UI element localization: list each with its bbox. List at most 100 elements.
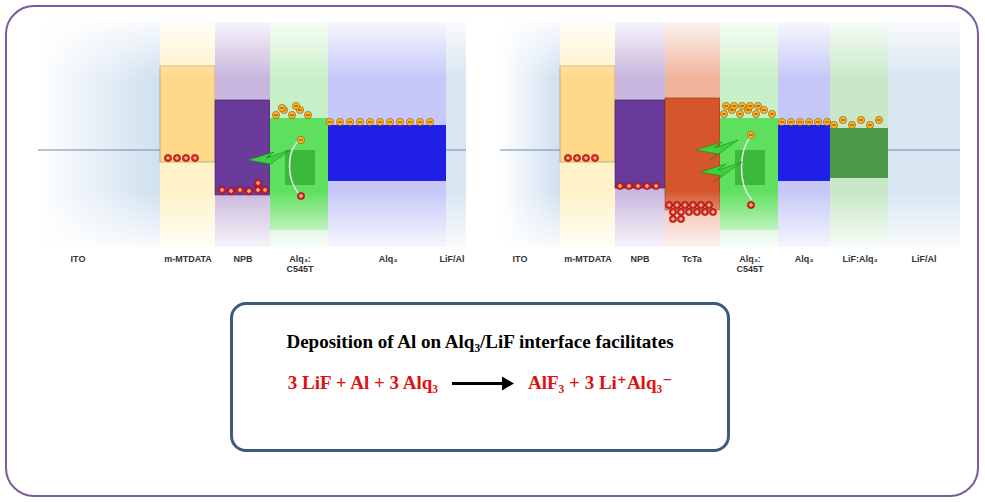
charge-sign	[816, 122, 820, 123]
electron	[416, 118, 423, 125]
electron	[292, 102, 299, 109]
charge-sign	[166, 156, 170, 160]
electron	[336, 118, 343, 125]
charge-sign	[683, 203, 687, 207]
hole	[701, 208, 708, 215]
hole	[677, 215, 684, 222]
charge-sign	[762, 110, 766, 111]
charge-sign	[348, 122, 352, 123]
charge-sign	[748, 106, 752, 107]
hole	[643, 182, 650, 189]
hole	[582, 154, 589, 161]
layer-label: Alq₃	[368, 254, 408, 264]
charge-sign	[877, 120, 881, 121]
hole	[685, 208, 692, 215]
charge-sign	[299, 140, 303, 141]
hole	[254, 179, 261, 186]
charge-sign	[667, 203, 671, 207]
electron	[386, 118, 393, 125]
electron	[738, 102, 745, 109]
charge-sign	[841, 120, 845, 121]
reaction-box: Deposition of Al on Alq₃/LiF interface f…	[230, 302, 730, 452]
charge-sign	[636, 184, 640, 188]
charge-sign	[358, 122, 362, 123]
charge-sign	[671, 217, 675, 221]
charge-sign	[832, 125, 836, 126]
charge-sign	[263, 188, 267, 192]
charge-sign	[691, 203, 695, 207]
charge-sign	[618, 184, 622, 188]
hole	[677, 208, 684, 215]
layer-label: LiF:Alq₃	[835, 254, 885, 264]
hole	[652, 182, 659, 189]
layer-label: ITO	[58, 254, 98, 264]
electron	[346, 118, 353, 125]
electron	[754, 102, 761, 109]
electron	[823, 118, 830, 125]
hole	[297, 192, 304, 199]
charge-sign	[798, 122, 802, 123]
layer-label: Alq₃: C545T	[730, 254, 770, 275]
charge-sign	[703, 210, 707, 214]
charge-sign	[428, 122, 432, 123]
charge-sign	[645, 184, 649, 188]
hole	[669, 208, 676, 215]
charge-sign	[238, 188, 242, 192]
charge-sign	[408, 122, 412, 123]
charge-sign	[749, 203, 753, 207]
hole	[693, 208, 700, 215]
electron	[814, 118, 821, 125]
charge-sign	[732, 106, 736, 107]
electron	[722, 102, 729, 109]
charge-sign	[306, 115, 310, 116]
hole	[218, 186, 225, 193]
electron	[720, 110, 727, 117]
charge-sign	[256, 188, 260, 192]
hole	[173, 154, 180, 161]
electron	[396, 118, 403, 125]
charge-sign	[738, 114, 742, 115]
layer-label: m-MTDATA	[558, 254, 618, 264]
charge-sign	[687, 210, 691, 214]
charge-sign	[338, 122, 342, 123]
reaction-arrow	[452, 377, 514, 391]
charge-carriers	[164, 102, 882, 222]
hole	[625, 182, 632, 189]
charge-sign	[770, 114, 774, 115]
electron	[752, 110, 759, 117]
hole	[634, 182, 641, 189]
hole	[665, 201, 672, 208]
charge-sign	[184, 156, 188, 160]
charge-sign	[679, 210, 683, 214]
electron	[426, 118, 433, 125]
layer-label: LiF/Al	[904, 254, 944, 264]
charge-sign	[850, 125, 854, 126]
electron	[796, 118, 803, 125]
charge-sign	[398, 122, 402, 123]
electron	[736, 110, 743, 117]
electron	[857, 116, 864, 123]
layer-label: LiF/Al	[432, 254, 472, 264]
charge-sign	[671, 210, 675, 214]
layer-label: NPB	[223, 254, 263, 264]
equation: 3 LiF + Al + 3 Alq₃AlF₃ + 3 Li⁺Alq₃⁻	[247, 371, 713, 394]
charge-sign	[368, 122, 372, 123]
left-band-diagram	[38, 22, 466, 247]
hole	[245, 187, 252, 194]
charge-sign	[418, 122, 422, 123]
hole	[227, 187, 234, 194]
hole	[705, 201, 712, 208]
electron	[848, 121, 855, 128]
charge-sign	[756, 106, 760, 107]
hole	[164, 154, 171, 161]
charge-sign	[274, 115, 278, 116]
layer-label: m-MTDATA	[158, 254, 218, 264]
electron	[768, 110, 775, 117]
hole	[591, 154, 598, 161]
hole	[709, 208, 716, 215]
arrow-gap	[438, 378, 528, 388]
charge-sign	[294, 106, 298, 107]
charge-sign	[220, 188, 224, 192]
charge-sign	[627, 184, 631, 188]
charge-sign	[695, 210, 699, 214]
